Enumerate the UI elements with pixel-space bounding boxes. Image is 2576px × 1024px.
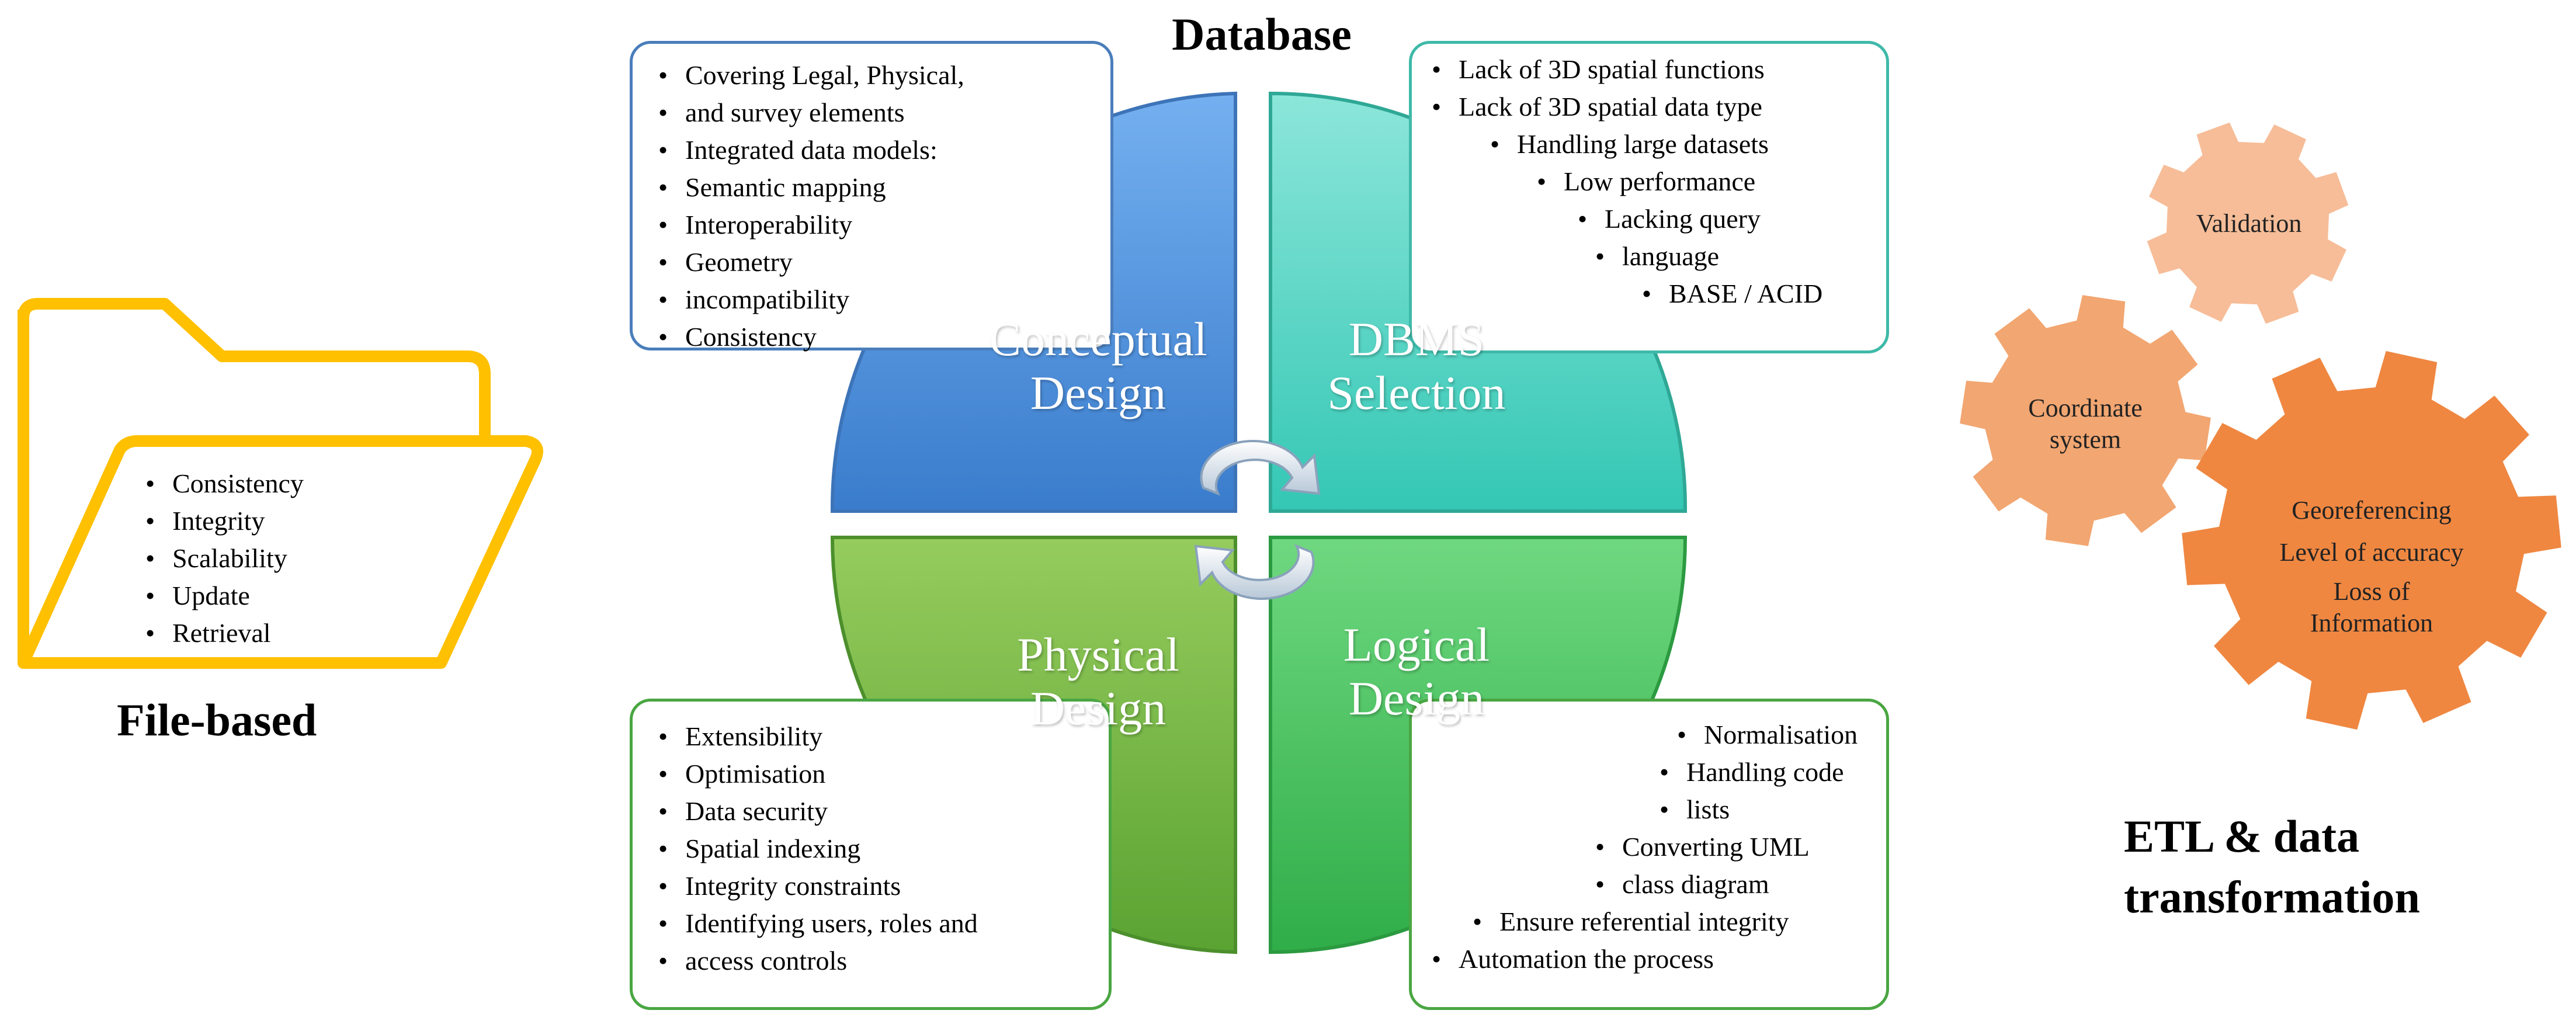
gear-coordinate-icon	[1960, 295, 2211, 546]
gear-label-big: Georeferencing Level of accuracy Loss of…	[2231, 490, 2512, 639]
diagram-title: Database	[1172, 9, 1352, 60]
file-based-label: File-based	[117, 695, 317, 745]
list-item: access controls	[644, 942, 1109, 980]
gear-label-line: system	[2049, 425, 2122, 454]
list-item: Data security	[644, 793, 1109, 830]
quadrant-label-line: Design	[1030, 682, 1167, 735]
gear-georeferencing-icon	[2182, 350, 2561, 730]
list-item: incompatibility	[644, 281, 1110, 318]
list-item: Interoperability	[644, 206, 1110, 244]
gear-label-line: Coordinate	[2028, 394, 2143, 422]
physical-notes-box: Extensibility Optimisation Data security…	[630, 699, 1112, 1010]
list-item: Spatial indexing	[644, 830, 1109, 867]
logical-notes-list: Normalisation Handling code lists Conver…	[1418, 716, 1886, 978]
quadrant-label-logical: Logical Design	[1282, 618, 1551, 726]
etl-label: ETL & data transformation	[2124, 806, 2420, 928]
list-item: class diagram	[1581, 866, 1886, 903]
list-item: Ensure referential integrity	[1459, 903, 1886, 940]
etl-label-line: ETL & data	[2124, 811, 2360, 862]
quadrant-label-line: Physical	[1017, 628, 1179, 681]
list-item: Integrity constraints	[644, 867, 1109, 905]
list-item: Extensibility	[644, 718, 1109, 755]
conceptual-notes-list: Covering Legal, Physical, and survey ele…	[644, 57, 1110, 356]
gear-label-line: Georeferencing	[2292, 496, 2452, 525]
list-item: Normalisation	[1663, 716, 1886, 754]
dbms-notes-list: Lack of 3D spatial functions Lack of 3D …	[1418, 51, 1886, 313]
list-item: Consistency	[131, 465, 304, 502]
list-item: lists	[1645, 791, 1886, 828]
dbms-notes-box: Lack of 3D spatial functions Lack of 3D …	[1409, 41, 1889, 353]
conceptual-notes-box: Covering Legal, Physical, and survey ele…	[630, 41, 1113, 356]
gear-label-line: Loss of	[2333, 577, 2410, 606]
etl-label-line: transformation	[2124, 872, 2420, 922]
list-item: Retrieval	[131, 615, 304, 652]
quadrant-label-physical: Physical Design	[958, 628, 1238, 735]
list-item: Covering Legal, Physical,	[644, 57, 1110, 94]
list-item: Semantic mapping	[644, 169, 1110, 206]
list-item: Consistency	[644, 318, 1110, 356]
cycle-arrows-icon	[1194, 440, 1321, 600]
file-based-list: Consistency Integrity Scalability Update…	[131, 465, 304, 652]
quadrant-label-line: Design	[1030, 366, 1167, 419]
quadrant-label-conceptual: Conceptual Design	[958, 313, 1238, 420]
gear-label-line: Information	[2310, 609, 2433, 637]
quadrant-label-line: Selection	[1327, 366, 1506, 419]
list-item: Low performance	[1523, 163, 1886, 200]
list-item: Handling large datasets	[1476, 126, 1886, 163]
list-item: Scalability	[131, 540, 304, 577]
list-item: Integrity	[131, 502, 304, 540]
list-item: Handling code	[1645, 754, 1886, 791]
list-item: language	[1581, 238, 1886, 275]
list-item: Automation the process	[1418, 940, 1886, 978]
list-item: Converting UML	[1581, 828, 1886, 866]
gear-validation-icon	[2147, 122, 2349, 324]
quadrant-label-line: DBMS	[1348, 313, 1485, 366]
list-item: Lack of 3D spatial functions	[1418, 51, 1886, 88]
list-item: BASE / ACID	[1628, 275, 1886, 313]
gear-label-line: Level of accuracy	[2279, 538, 2464, 567]
list-item: and survey elements	[644, 94, 1110, 131]
list-item: Identifying users, roles and	[644, 905, 1109, 942]
gear-label-validation: Validation	[2196, 209, 2302, 238]
logical-notes-box: Normalisation Handling code lists Conver…	[1409, 699, 1889, 1010]
list-item: Update	[131, 577, 304, 615]
quadrant-label-line: Conceptual	[989, 313, 1207, 366]
list-item: Optimisation	[644, 755, 1109, 793]
list-item: Lack of 3D spatial data type	[1418, 88, 1886, 126]
list-item: Integrated data models:	[644, 131, 1110, 169]
quadrant-label-dbms: DBMS Selection	[1282, 313, 1551, 420]
list-item: Lacking query	[1564, 200, 1886, 238]
physical-notes-list: Extensibility Optimisation Data security…	[644, 718, 1109, 980]
gear-label-coordinate: Coordinate system	[1998, 393, 2173, 456]
quadrant-label-line: Logical	[1343, 618, 1490, 671]
quadrant-label-line: Design	[1348, 672, 1485, 725]
list-item: Geometry	[644, 244, 1110, 281]
